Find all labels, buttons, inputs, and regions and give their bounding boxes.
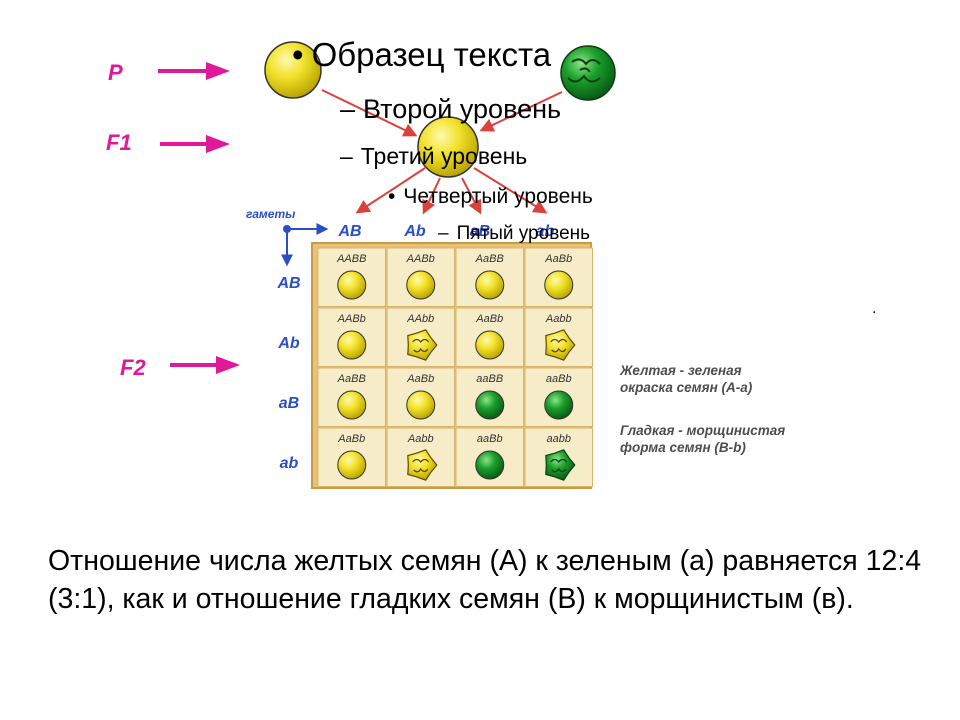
punnett-cell: aaBb: [455, 427, 524, 487]
green-wrinkled-seed: [545, 449, 576, 481]
gamete-side-label: Ab: [277, 335, 300, 352]
punnett-cell: AABB: [317, 247, 386, 307]
yellow-round-seed: [337, 390, 367, 420]
gamete-side-label: aB: [279, 395, 299, 412]
gametes-label: гаметы: [246, 207, 296, 221]
label-p: P: [108, 60, 123, 85]
stray-dot: .: [872, 300, 877, 317]
genotype-label: AABb: [337, 313, 366, 325]
gamete-top-label: aB: [470, 223, 490, 240]
genotype-label: AaBb: [337, 433, 365, 445]
punnett-cell: AaBb: [317, 427, 386, 487]
punnett-cell: AaBB: [455, 247, 524, 307]
bullet-dash: –: [340, 94, 356, 124]
genotype-label: AaBb: [475, 313, 503, 325]
outline-level-4-text: Четвертый уровень: [403, 185, 593, 208]
yellow-round-seed: [406, 390, 436, 420]
genotype-label: AaBb: [544, 253, 572, 265]
genotype-label: Aabb: [545, 313, 572, 325]
outline-level-3-text: Третий уровень: [360, 143, 528, 169]
genotype-label: Aabb: [407, 433, 434, 445]
arrow-p: [158, 62, 230, 80]
punnett-cell: AaBb: [455, 307, 524, 367]
yellow-round-seed: [406, 270, 436, 300]
punnett-cell: AABb: [386, 247, 455, 307]
yellow-wrinkled-seed: [407, 449, 438, 481]
outline-level-2: –Второй уровень: [340, 94, 561, 125]
green-round-seed: [544, 390, 574, 420]
legend-line-4: форма семян (В-b): [620, 440, 746, 455]
legend-line-3: Гладкая - морщинистая: [620, 423, 785, 438]
punnett-cell: aaBb: [524, 367, 593, 427]
yellow-wrinkled-seed: [407, 329, 438, 361]
arrow-f2: [170, 356, 240, 374]
genotype-label: aaBb: [477, 433, 503, 445]
outline-level-3: –Третий уровень: [340, 143, 527, 170]
yellow-round-seed: [475, 270, 505, 300]
outline-level-1-text: Образец текста: [311, 36, 552, 73]
genotype-label: AABb: [406, 253, 435, 265]
genotype-label: AaBb: [406, 373, 434, 385]
arrow-f1-to-gamete-2: [422, 177, 441, 215]
bullet-round: •: [388, 185, 396, 208]
parent-yellow-seed: [264, 41, 322, 99]
genotype-label: aabb: [547, 433, 571, 445]
punnett-cell: AaBB: [317, 367, 386, 427]
genotype-label: AAbb: [406, 313, 434, 325]
yellow-round-seed: [475, 330, 505, 360]
punnett-cell: aaBB: [455, 367, 524, 427]
arrow-f1-to-gamete-1: [355, 167, 426, 214]
outline-level-5: –Пятый уровень: [438, 223, 590, 245]
arrow-p-yellow-to-f1: [321, 89, 418, 137]
outline-level-5-text: Пятый уровень: [456, 223, 591, 244]
punnett-cell: AAbb: [386, 307, 455, 367]
punnett-cell: AABb: [317, 307, 386, 367]
yellow-round-seed: [337, 330, 367, 360]
gamete-side-label: ab: [280, 455, 299, 472]
yellow-round-seed: [337, 270, 367, 300]
gamete-top-label: ab: [536, 223, 555, 240]
punnett-cell: AaBb: [386, 367, 455, 427]
gametes-side-column: AB Ab aB ab: [276, 275, 300, 472]
yellow-round-seed: [337, 450, 367, 480]
punnett-cell: Aabb: [524, 307, 593, 367]
yellow-wrinkled-seed: [545, 329, 576, 361]
gamete-top-label: AB: [337, 223, 361, 240]
genotype-label: AaBB: [337, 373, 366, 385]
bullet-round: •: [292, 36, 304, 73]
yellow-round-seed: [544, 270, 574, 300]
f1-yellow-seed: [417, 116, 479, 178]
punnett-cell: Aabb: [386, 427, 455, 487]
arrow-f1-to-gamete-4: [473, 167, 548, 214]
summary-text: Отношение числа желтых семян (А) к зелен…: [48, 545, 922, 615]
punnett-cell: aabb: [524, 427, 593, 487]
bullet-dash: –: [340, 143, 353, 169]
label-f1: F1: [106, 130, 132, 155]
genotype-label: aaBB: [476, 373, 503, 385]
legend-line-1: Желтая - зеленая: [619, 363, 742, 378]
legend-line-2: окраска семян (А-а): [620, 380, 753, 395]
parent-green-wrinkled-seed: [560, 45, 616, 101]
genotype-label: aaBb: [546, 373, 572, 385]
arrow-p-green-to-f1: [479, 91, 563, 132]
bullet-dash: –: [438, 223, 449, 244]
outline-level-2-text: Второй уровень: [363, 94, 562, 124]
green-round-seed: [475, 450, 505, 480]
outline-level-4: • Четвертый уровень: [388, 185, 593, 209]
gamete-side-label: AB: [276, 275, 300, 292]
punnett-cell: AaBb: [524, 247, 593, 307]
gamete-top-label: Ab: [403, 223, 426, 240]
outline-level-1: •Образец текста: [292, 36, 551, 74]
label-f2: F2: [120, 355, 146, 380]
genotype-label: AABB: [336, 253, 366, 265]
legend: Желтая - зеленая окраска семян (А-а) Гла…: [619, 363, 785, 455]
arrow-f1-to-gamete-3: [461, 177, 482, 215]
green-round-seed: [475, 390, 505, 420]
gametes-top-row: AB Ab aB ab: [337, 223, 554, 240]
genotype-label: AaBB: [475, 253, 504, 265]
arrow-f1: [160, 135, 230, 153]
